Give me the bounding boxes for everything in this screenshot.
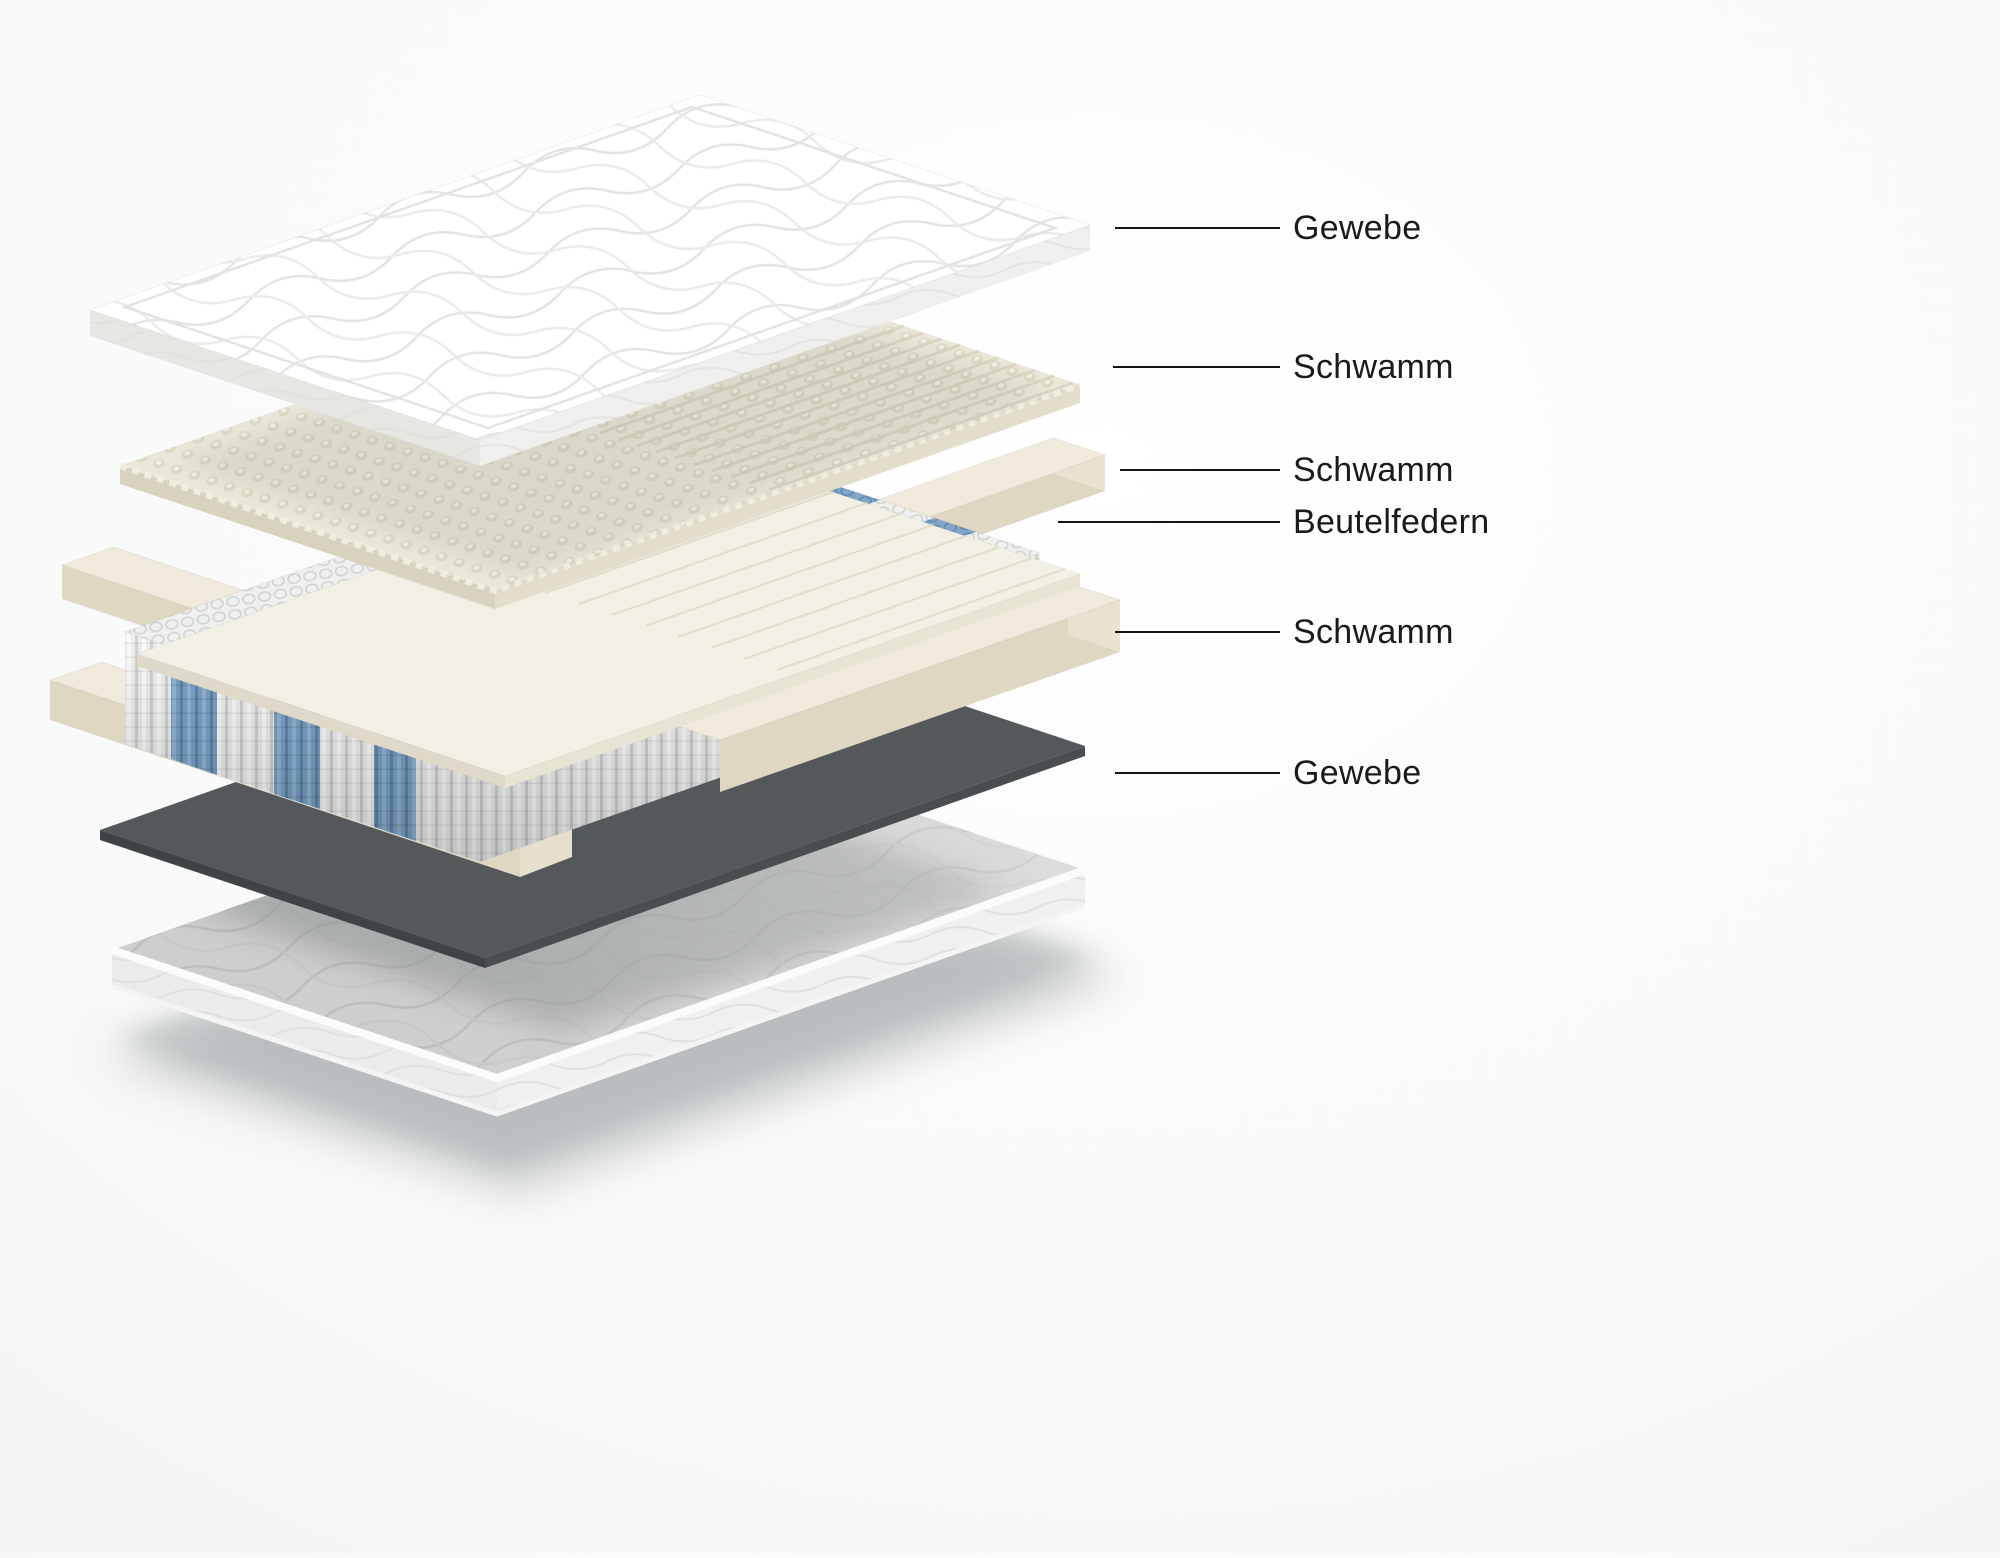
thin-foam-layer (135, 451, 1082, 788)
callout-schwamm-frame-bottom: Schwamm (1115, 610, 1454, 654)
eggcrate-foam-layer (118, 259, 1082, 609)
callout-schwamm-eggcrate: Schwamm (1113, 345, 1454, 389)
callout-beutelfedern: Beutelfedern (1058, 500, 1489, 544)
callout-line (1120, 469, 1280, 471)
layer-label-gewebe-top: Gewebe (1293, 208, 1422, 247)
callout-gewebe-top: Gewebe (1115, 206, 1421, 250)
callout-line (1113, 366, 1280, 368)
callout-schwamm-frame-top: Schwamm (1120, 448, 1454, 492)
layer-label-schwamm-3: Schwamm (1293, 612, 1454, 651)
callout-line (1115, 631, 1280, 633)
callout-gewebe-bottom: Gewebe (1115, 751, 1421, 795)
top-fabric-layer (88, 94, 1092, 466)
layer-label-beutelfedern: Beutelfedern (1293, 502, 1490, 541)
callout-line (1058, 521, 1280, 523)
layer-label-schwamm-2: Schwamm (1293, 450, 1454, 489)
callout-line (1115, 772, 1280, 774)
layer-label-gewebe-bottom: Gewebe (1293, 753, 1422, 792)
foam-frame-rail-front-right (666, 582, 1122, 792)
callout-line (1115, 227, 1280, 229)
layer-label-schwamm-1: Schwamm (1293, 347, 1454, 386)
